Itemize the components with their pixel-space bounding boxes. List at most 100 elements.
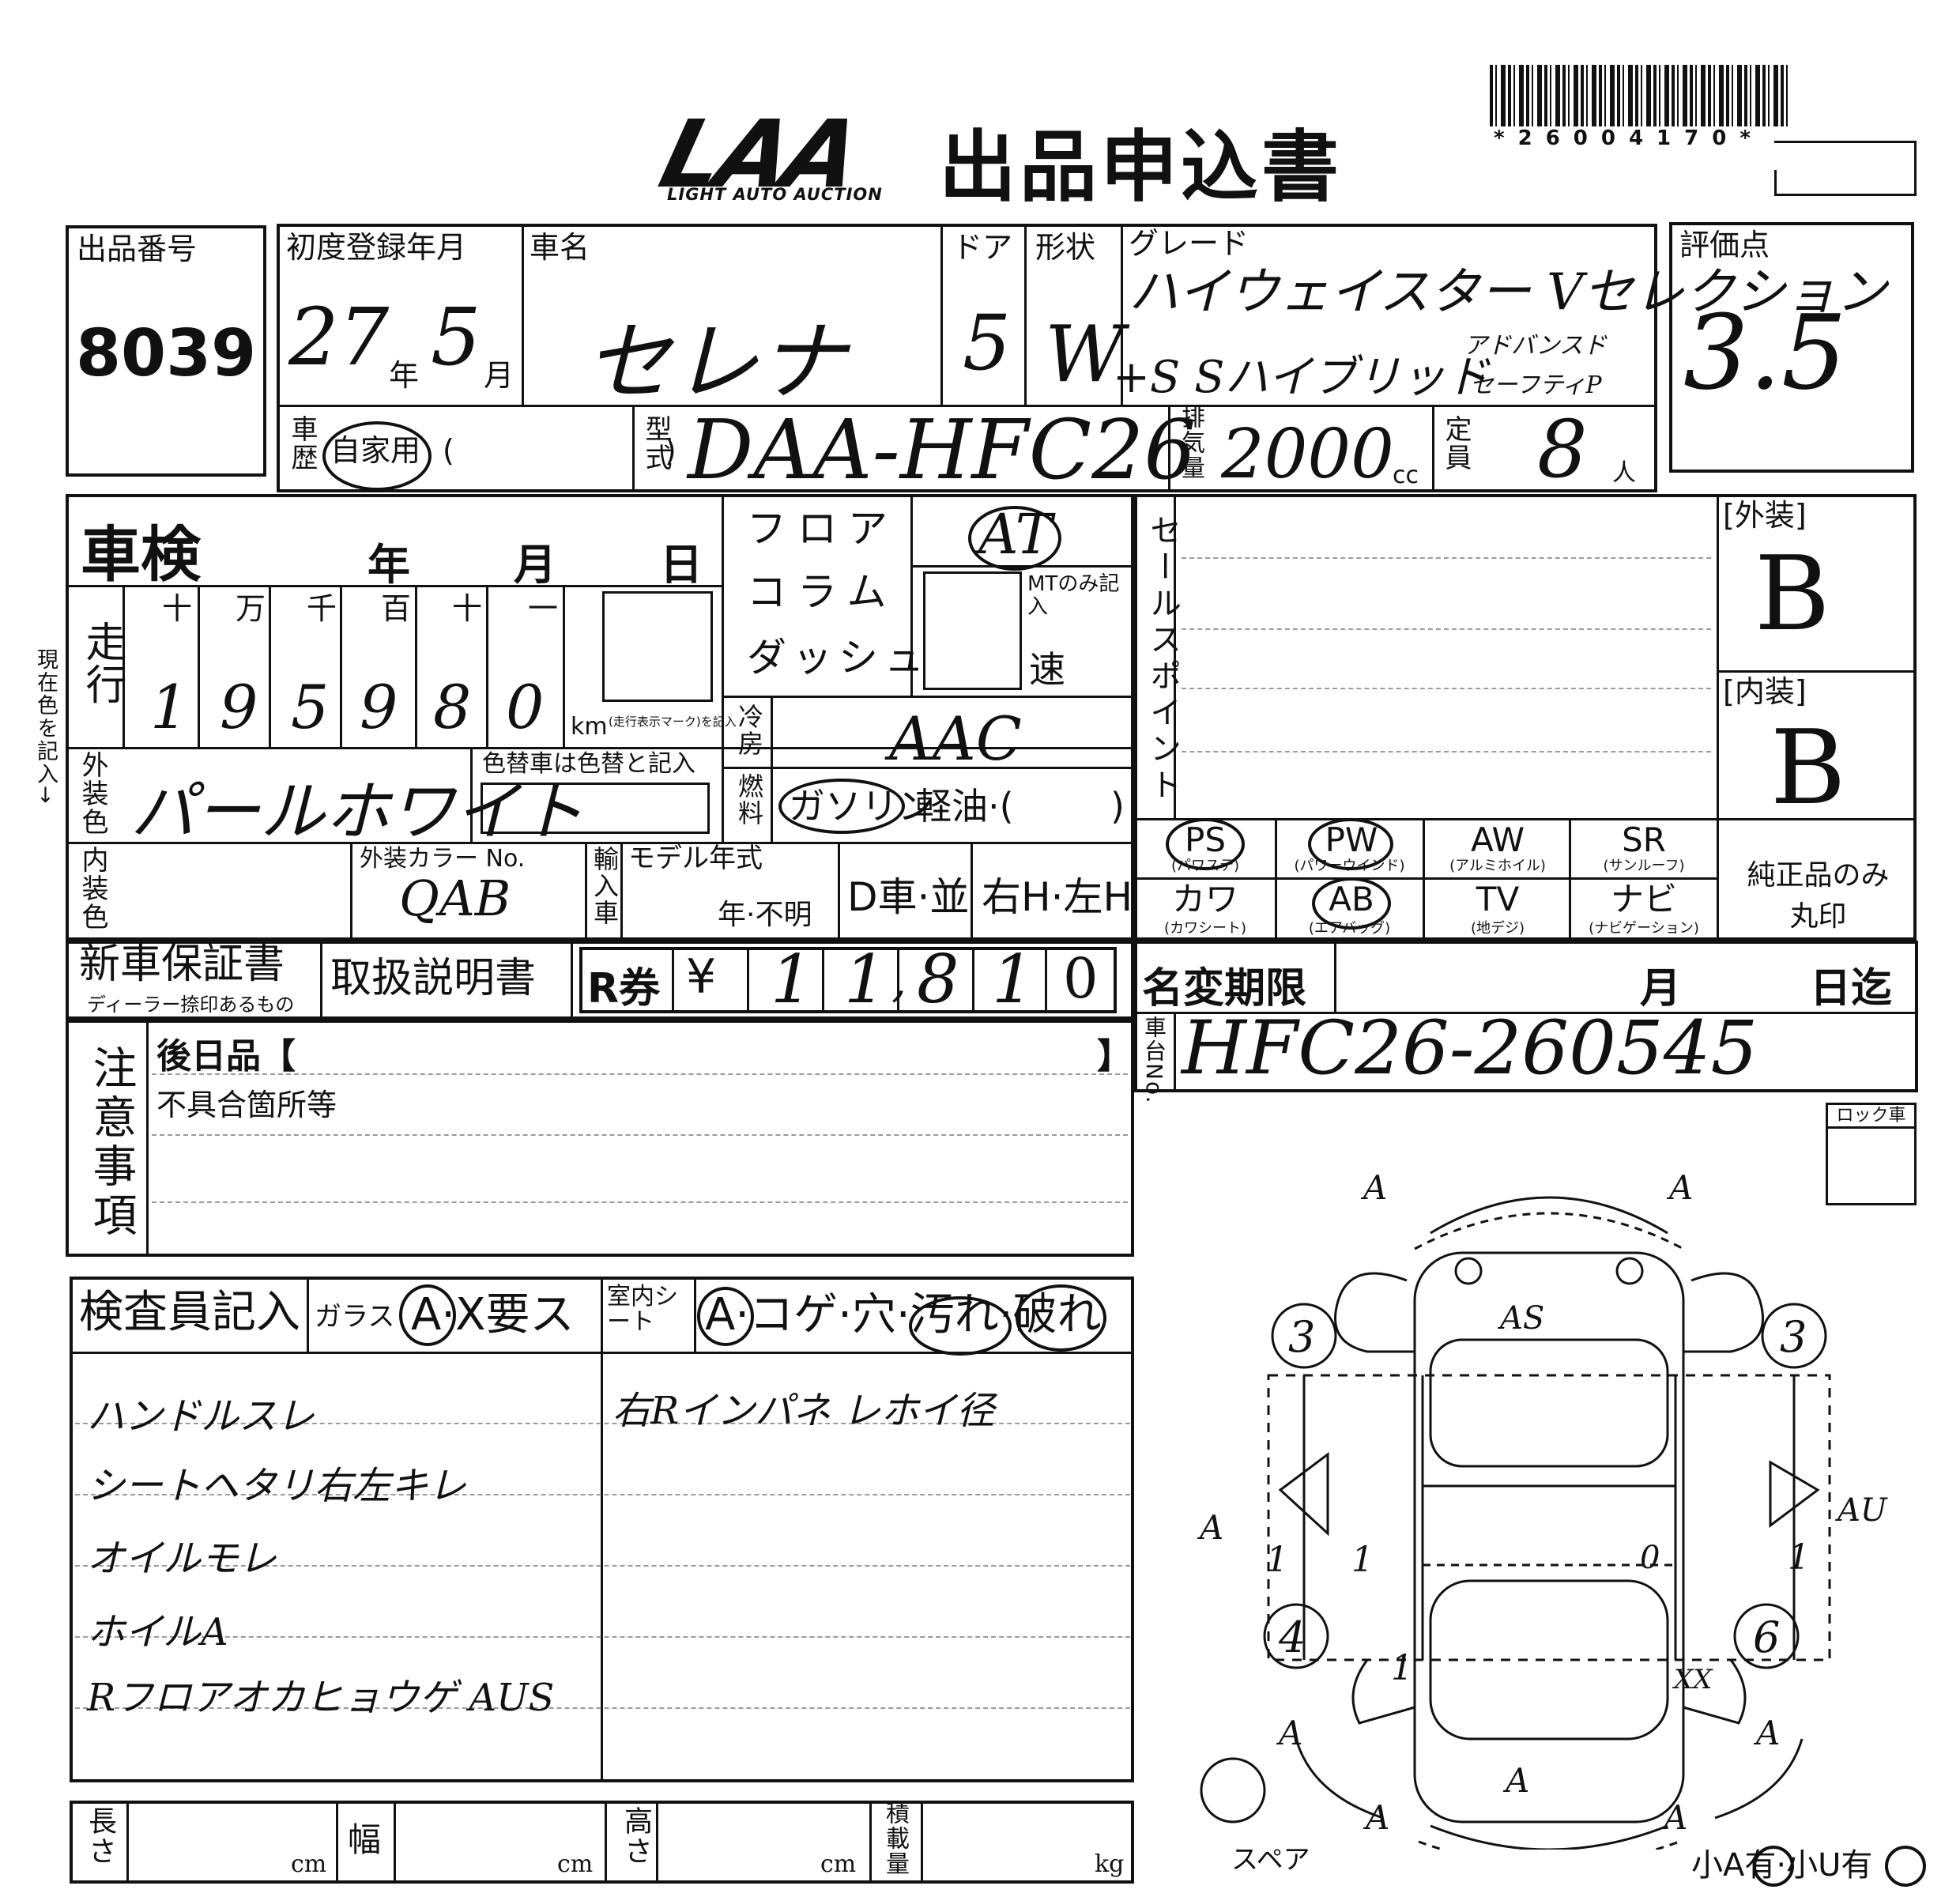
mark-door-left-1: 1 — [1266, 1540, 1288, 1580]
lot-number-box — [66, 225, 266, 477]
mileage-mark-box — [602, 591, 713, 702]
fuel-diesel: 軽油·( — [915, 785, 1014, 828]
barcode-number: *26004170* — [1494, 126, 1764, 150]
sales-point-box — [1134, 494, 1917, 941]
later-items-close: 】 — [1097, 1036, 1132, 1077]
dealer-label: D車·並 — [847, 874, 970, 920]
mark-rear-fender-right: 6 — [1753, 1612, 1781, 1662]
mark-rear-right: A — [1756, 1714, 1781, 1752]
mark-door-right: 1 — [1788, 1537, 1810, 1578]
ext-color-value: パールホワイト — [130, 775, 584, 850]
lot-number-value: 8039 — [76, 316, 257, 391]
name-change-day: 日迄 — [1810, 965, 1893, 1013]
equip-pw-circle — [1308, 818, 1393, 870]
manual-label: 取扱説明書 — [330, 955, 537, 1002]
r-ticket-digit-2: 1 — [844, 941, 887, 1018]
mileage-label: 走行 — [78, 620, 126, 706]
mark-fender-right: 3 — [1780, 1312, 1807, 1362]
person-label: 人 — [1612, 459, 1636, 487]
cc-label: cc — [1393, 462, 1419, 489]
first-reg-label: 初度登録年月 — [286, 230, 467, 265]
chassis-value: HFC26-260545 — [1182, 1005, 1758, 1092]
mark-fender-left: 3 — [1288, 1312, 1316, 1362]
equip-ps-sub: (パワステ) — [1170, 858, 1240, 874]
mark-back-door: A — [1506, 1761, 1530, 1800]
height-unit: cm — [820, 1850, 857, 1878]
equip-tv-sub: (地デジ) — [1470, 920, 1525, 937]
mileage-digit-4: 9 — [360, 672, 398, 742]
inspector-note-right: 右Rインパネ レホイ径 — [612, 1389, 995, 1433]
handle-label: 右H·左H — [982, 874, 1133, 920]
circle-mark-label: 丸印 — [1789, 900, 1847, 933]
lock-label: ロック車 — [1836, 1106, 1906, 1126]
capacity-value: 8 — [1537, 403, 1588, 496]
floor-label: フロア — [747, 506, 899, 552]
digit-label-3: 千 — [307, 591, 337, 626]
seat-stain-circle — [909, 1296, 1012, 1356]
reg-year-value: 27 — [288, 291, 390, 383]
fuel-close: ) — [1110, 785, 1125, 828]
digit-label-1: 十 — [162, 591, 193, 626]
mileage-digit-2: 9 — [220, 672, 258, 742]
digit-label-5: 十 — [452, 591, 483, 626]
load-unit: kg — [1095, 1850, 1125, 1878]
interior-label: [内装] — [1723, 674, 1807, 709]
sales-point-label: セールスポイント — [1144, 514, 1181, 805]
inspector-label: 検査員記入 — [79, 1287, 300, 1338]
body-shape-label: 形状 — [1035, 230, 1096, 265]
score-label: 評価点 — [1679, 228, 1770, 262]
mt-box — [923, 571, 1022, 690]
width-label: 幅 — [348, 1820, 382, 1859]
logo-subtitle: LIGHT AUTO AUCTION — [667, 185, 883, 204]
year-kanji: 年 — [389, 358, 420, 393]
digit-label-6: 一 — [528, 591, 559, 626]
transmission-circle — [968, 506, 1061, 571]
barcode-bracket — [1774, 141, 1917, 196]
equip-sr-sub: (サンルーフ) — [1603, 858, 1685, 874]
equip-aw-sub: (アルミホイル) — [1449, 858, 1546, 874]
name-change-month: 月 — [1640, 965, 1682, 1013]
mark-rear-fender-left: 4 — [1279, 1612, 1306, 1662]
dimensions-row — [70, 1801, 1134, 1884]
grade-value-line3a: アドバンスド — [1464, 332, 1607, 360]
mark-roof-mid: 1 — [1391, 1648, 1413, 1688]
digit-label-2: 万 — [236, 591, 266, 626]
grade-value-line3b: セーフティP — [1470, 371, 1602, 399]
mark-rear-left: A — [1279, 1714, 1303, 1752]
mark-mirror-right: AU — [1838, 1492, 1887, 1529]
equip-pw-sub: (パワーウインド) — [1294, 858, 1405, 874]
equip-ab-sub: (エアバッグ) — [1308, 920, 1391, 937]
grade-label: グレード — [1129, 226, 1250, 261]
model-year-label: モデル年式 — [628, 843, 763, 874]
yen-sign: ¥ — [686, 949, 717, 1005]
fuel-label: 燃料 — [734, 773, 764, 827]
inspector-note-3: オイルモレ — [87, 1537, 277, 1581]
score-value: 3.5 — [1683, 292, 1847, 413]
grade-value-line1: ハイウェイスター Vセレクション — [1129, 263, 1887, 322]
doors-label: ドア — [952, 230, 1013, 265]
score-box — [1669, 222, 1914, 473]
digit-label-4: 百 — [381, 591, 412, 626]
speed-label: 速 — [1029, 648, 1065, 691]
aircon-label: 冷房 — [734, 703, 764, 757]
seat-a-circle — [697, 1287, 754, 1346]
warranty-row — [66, 941, 1134, 1020]
warranty-sub: ディーラー捺印あるもの — [87, 994, 295, 1016]
car-name-label: 車名 — [530, 230, 590, 265]
equip-tv: TV — [1476, 880, 1520, 918]
r-ticket-digit-5: 0 — [1063, 946, 1099, 1011]
inspector-note-5: Rフロアオカヒョウゲ AUS — [87, 1676, 555, 1720]
color-no-value: QAB — [399, 869, 511, 927]
inspection-box — [66, 494, 1134, 941]
logo: LAA LIGHT AUTO AUCTION — [650, 100, 925, 209]
interior-grade-value: B — [1770, 707, 1846, 828]
shaken-month: 月 — [514, 540, 556, 590]
int-color-label: 内装色 — [77, 846, 108, 931]
spare-label: スペア — [1231, 1844, 1310, 1876]
column-label: コラム — [747, 569, 898, 615]
import-label: 輸入車 — [590, 846, 620, 926]
color-change-box — [481, 783, 710, 834]
km-label: km — [571, 713, 608, 741]
history-private-circle — [322, 421, 432, 491]
shaken-year: 年 — [368, 540, 410, 590]
